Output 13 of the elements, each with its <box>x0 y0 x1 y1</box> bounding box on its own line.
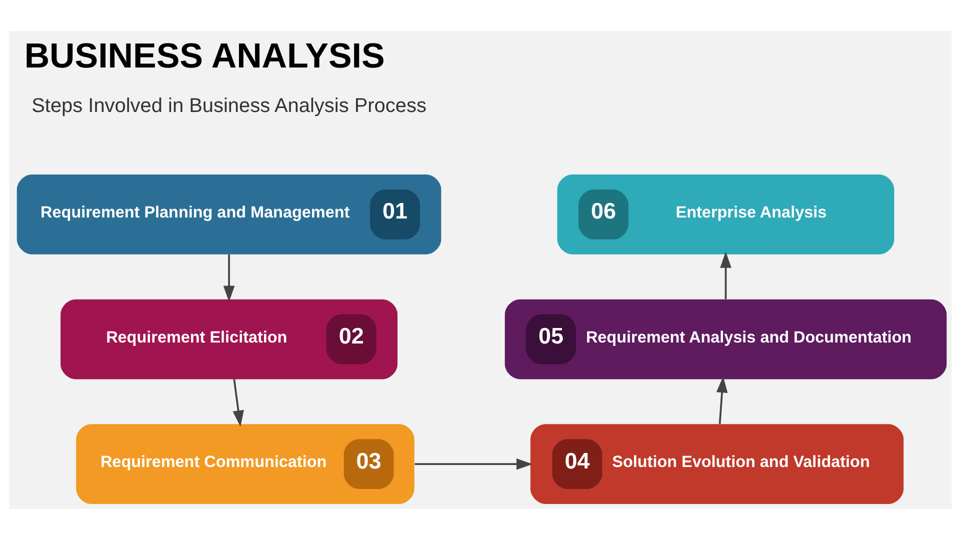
arrow <box>716 376 728 424</box>
node-box: 06 Enterprise Analysis <box>556 174 894 254</box>
arrow <box>720 252 731 300</box>
arrow <box>222 254 234 302</box>
arrow <box>414 458 532 470</box>
arrow <box>232 379 244 427</box>
diagram-title: BUSINESS ANALYSIS <box>24 36 384 76</box>
node-box: Requirement Elicitation 02 <box>60 299 397 380</box>
node-box: 04 Solution Evolution and Validation <box>530 424 904 504</box>
label: Steps Involved in Business Analysis Process <box>31 94 426 117</box>
node-box: 05 Requirement Analysis and Documentation <box>504 299 946 380</box>
node-box: Requirement Communication 03 <box>76 424 414 504</box>
node-box: Requirement Planning and Management 01 <box>16 174 441 254</box>
